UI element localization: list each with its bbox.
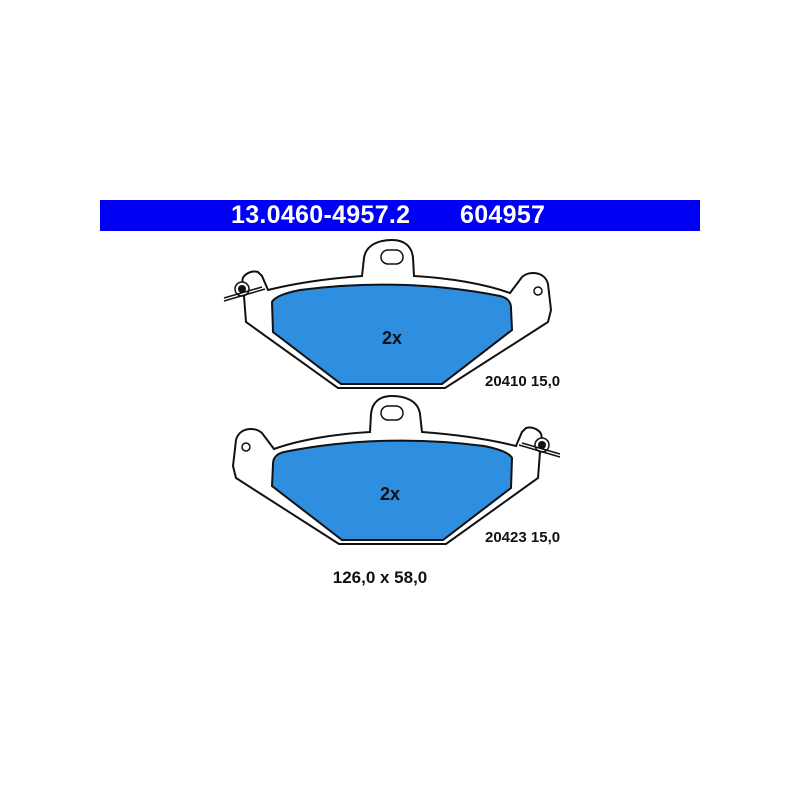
header-band: 13.0460-4957.2 604957 [100,200,700,231]
pad-upper [223,239,552,389]
pad-lower [232,395,561,545]
article-number: 604957 [460,201,546,229]
pad-upper-quantity: 2x [382,328,402,348]
dimensions-label: 126,0 x 58,0 [333,568,428,587]
pad-upper-reference: 20410 15,0 [485,373,560,390]
part-number: 13.0460-4957.2 [231,201,411,229]
pad-lower-quantity: 2x [380,484,400,504]
pad-lower-reference: 20423 15,0 [485,529,560,546]
